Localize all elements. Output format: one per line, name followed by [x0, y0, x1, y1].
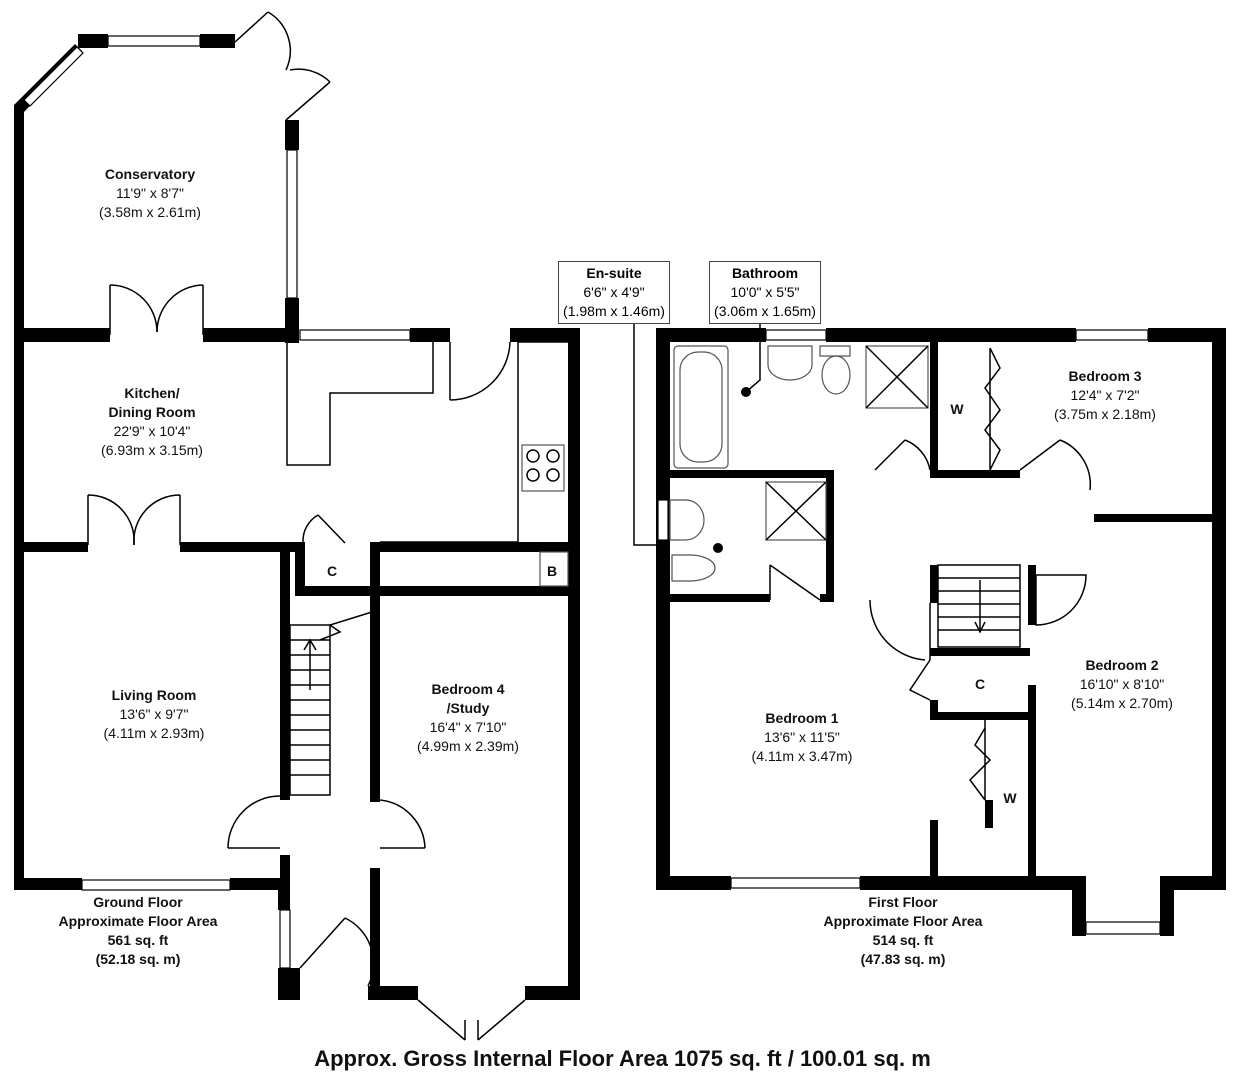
room-size-metric: (1.98m x 1.46m): [563, 303, 665, 319]
wardrobe-tag: W: [1003, 790, 1017, 806]
ground-floor-windows: [23, 35, 411, 969]
room-size-metric: (4.11m x 3.47m): [751, 748, 853, 764]
ground-floor-area: Ground Floor Approximate Floor Area 561 …: [59, 893, 218, 969]
room-size-imperial: 22'9" x 10'4": [113, 423, 191, 439]
room-name: Bedroom 1: [765, 710, 839, 726]
bedroom1-label: Bedroom 1 13'6" x 11'5" (4.11m x 3.47m): [752, 709, 853, 766]
floor-area-sqm: (47.83 sq. m): [860, 951, 946, 967]
bedroom2-label: Bedroom 2 16'10" x 8'10" (5.14m x 2.70m): [1071, 656, 1173, 713]
room-size-imperial: 11'9" x 8'7": [116, 185, 184, 201]
living-room-label: Living Room 13'6" x 9'7" (4.11m x 2.93m): [104, 686, 205, 743]
cupboard-tag: C: [326, 563, 338, 579]
boiler-tag: B: [546, 563, 558, 579]
room-name: Bedroom 3: [1068, 368, 1142, 384]
room-name-line2: Dining Room: [108, 404, 196, 420]
room-size-imperial: 13'6" x 9'7": [119, 706, 189, 722]
bedroom4-label: Bedroom 4 /Study 16'4" x 7'10" (4.99m x …: [417, 680, 519, 756]
room-size-metric: (5.14m x 2.70m): [1071, 695, 1173, 711]
floor-area-caption: Approximate Floor Area: [58, 913, 218, 929]
floor-area-sqft: 514 sq. ft: [872, 932, 934, 948]
room-size-metric: (6.93m x 3.15m): [101, 442, 203, 458]
room-name-line2: /Study: [446, 700, 490, 716]
first-floor-fixtures: [633, 320, 1092, 801]
room-size-imperial: 16'4" x 7'10": [429, 719, 507, 735]
room-size-metric: (3.06m x 1.65m): [714, 303, 816, 319]
first-floor-walls: [656, 328, 1226, 936]
room-name: Living Room: [111, 687, 197, 703]
first-floor-area: First Floor Approximate Floor Area 514 s…: [824, 893, 983, 969]
room-size-imperial: 10'0" x 5'5": [730, 284, 800, 300]
room-size-imperial: 16'10" x 8'10": [1079, 676, 1165, 692]
floor-name: First Floor: [868, 894, 938, 910]
conservatory-label: Conservatory 11'9" x 8'7" (3.58m x 2.61m…: [99, 165, 201, 222]
ground-floor-doors: [87, 11, 569, 1041]
room-size-metric: (4.99m x 2.39m): [417, 738, 519, 754]
floor-area-sqm: (52.18 sq. m): [95, 951, 181, 967]
floor-area-sqft: 561 sq. ft: [107, 932, 169, 948]
ensuite-label: En-suite 6'6" x 4'9" (1.98m x 1.46m): [558, 261, 670, 324]
floor-name: Ground Floor: [93, 894, 183, 910]
room-name: Bedroom 4: [431, 681, 505, 697]
room-name: Conservatory: [104, 166, 196, 182]
ground-floor-walls: [14, 34, 580, 1000]
room-name: En-suite: [586, 265, 642, 281]
bedroom3-label: Bedroom 3 12'4" x 7'2" (3.75m x 2.18m): [1054, 367, 1156, 424]
bathroom-label: Bathroom 10'0" x 5'5" (3.06m x 1.65m): [709, 261, 821, 324]
room-name: Kitchen/: [124, 385, 180, 401]
first-floor-windows: [657, 329, 1161, 935]
room-name: Bedroom 2: [1085, 657, 1159, 673]
room-name: Bathroom: [731, 265, 799, 281]
room-size-imperial: 12'4" x 7'2": [1070, 387, 1140, 403]
room-size-metric: (3.58m x 2.61m): [99, 204, 201, 220]
kitchen-label: Kitchen/ Dining Room 22'9" x 10'4" (6.93…: [101, 384, 203, 460]
wardrobe-tag: W: [950, 401, 964, 417]
gross-internal-area: Approx. Gross Internal Floor Area 1075 s…: [314, 1046, 931, 1071]
floor-area-caption: Approximate Floor Area: [823, 913, 983, 929]
room-size-metric: (3.75m x 2.18m): [1054, 406, 1156, 422]
cupboard-tag: C: [974, 676, 986, 692]
room-size-imperial: 13'6" x 11'5": [764, 729, 840, 745]
room-size-imperial: 6'6" x 4'9": [583, 284, 645, 300]
room-size-metric: (4.11m x 2.93m): [103, 725, 205, 741]
